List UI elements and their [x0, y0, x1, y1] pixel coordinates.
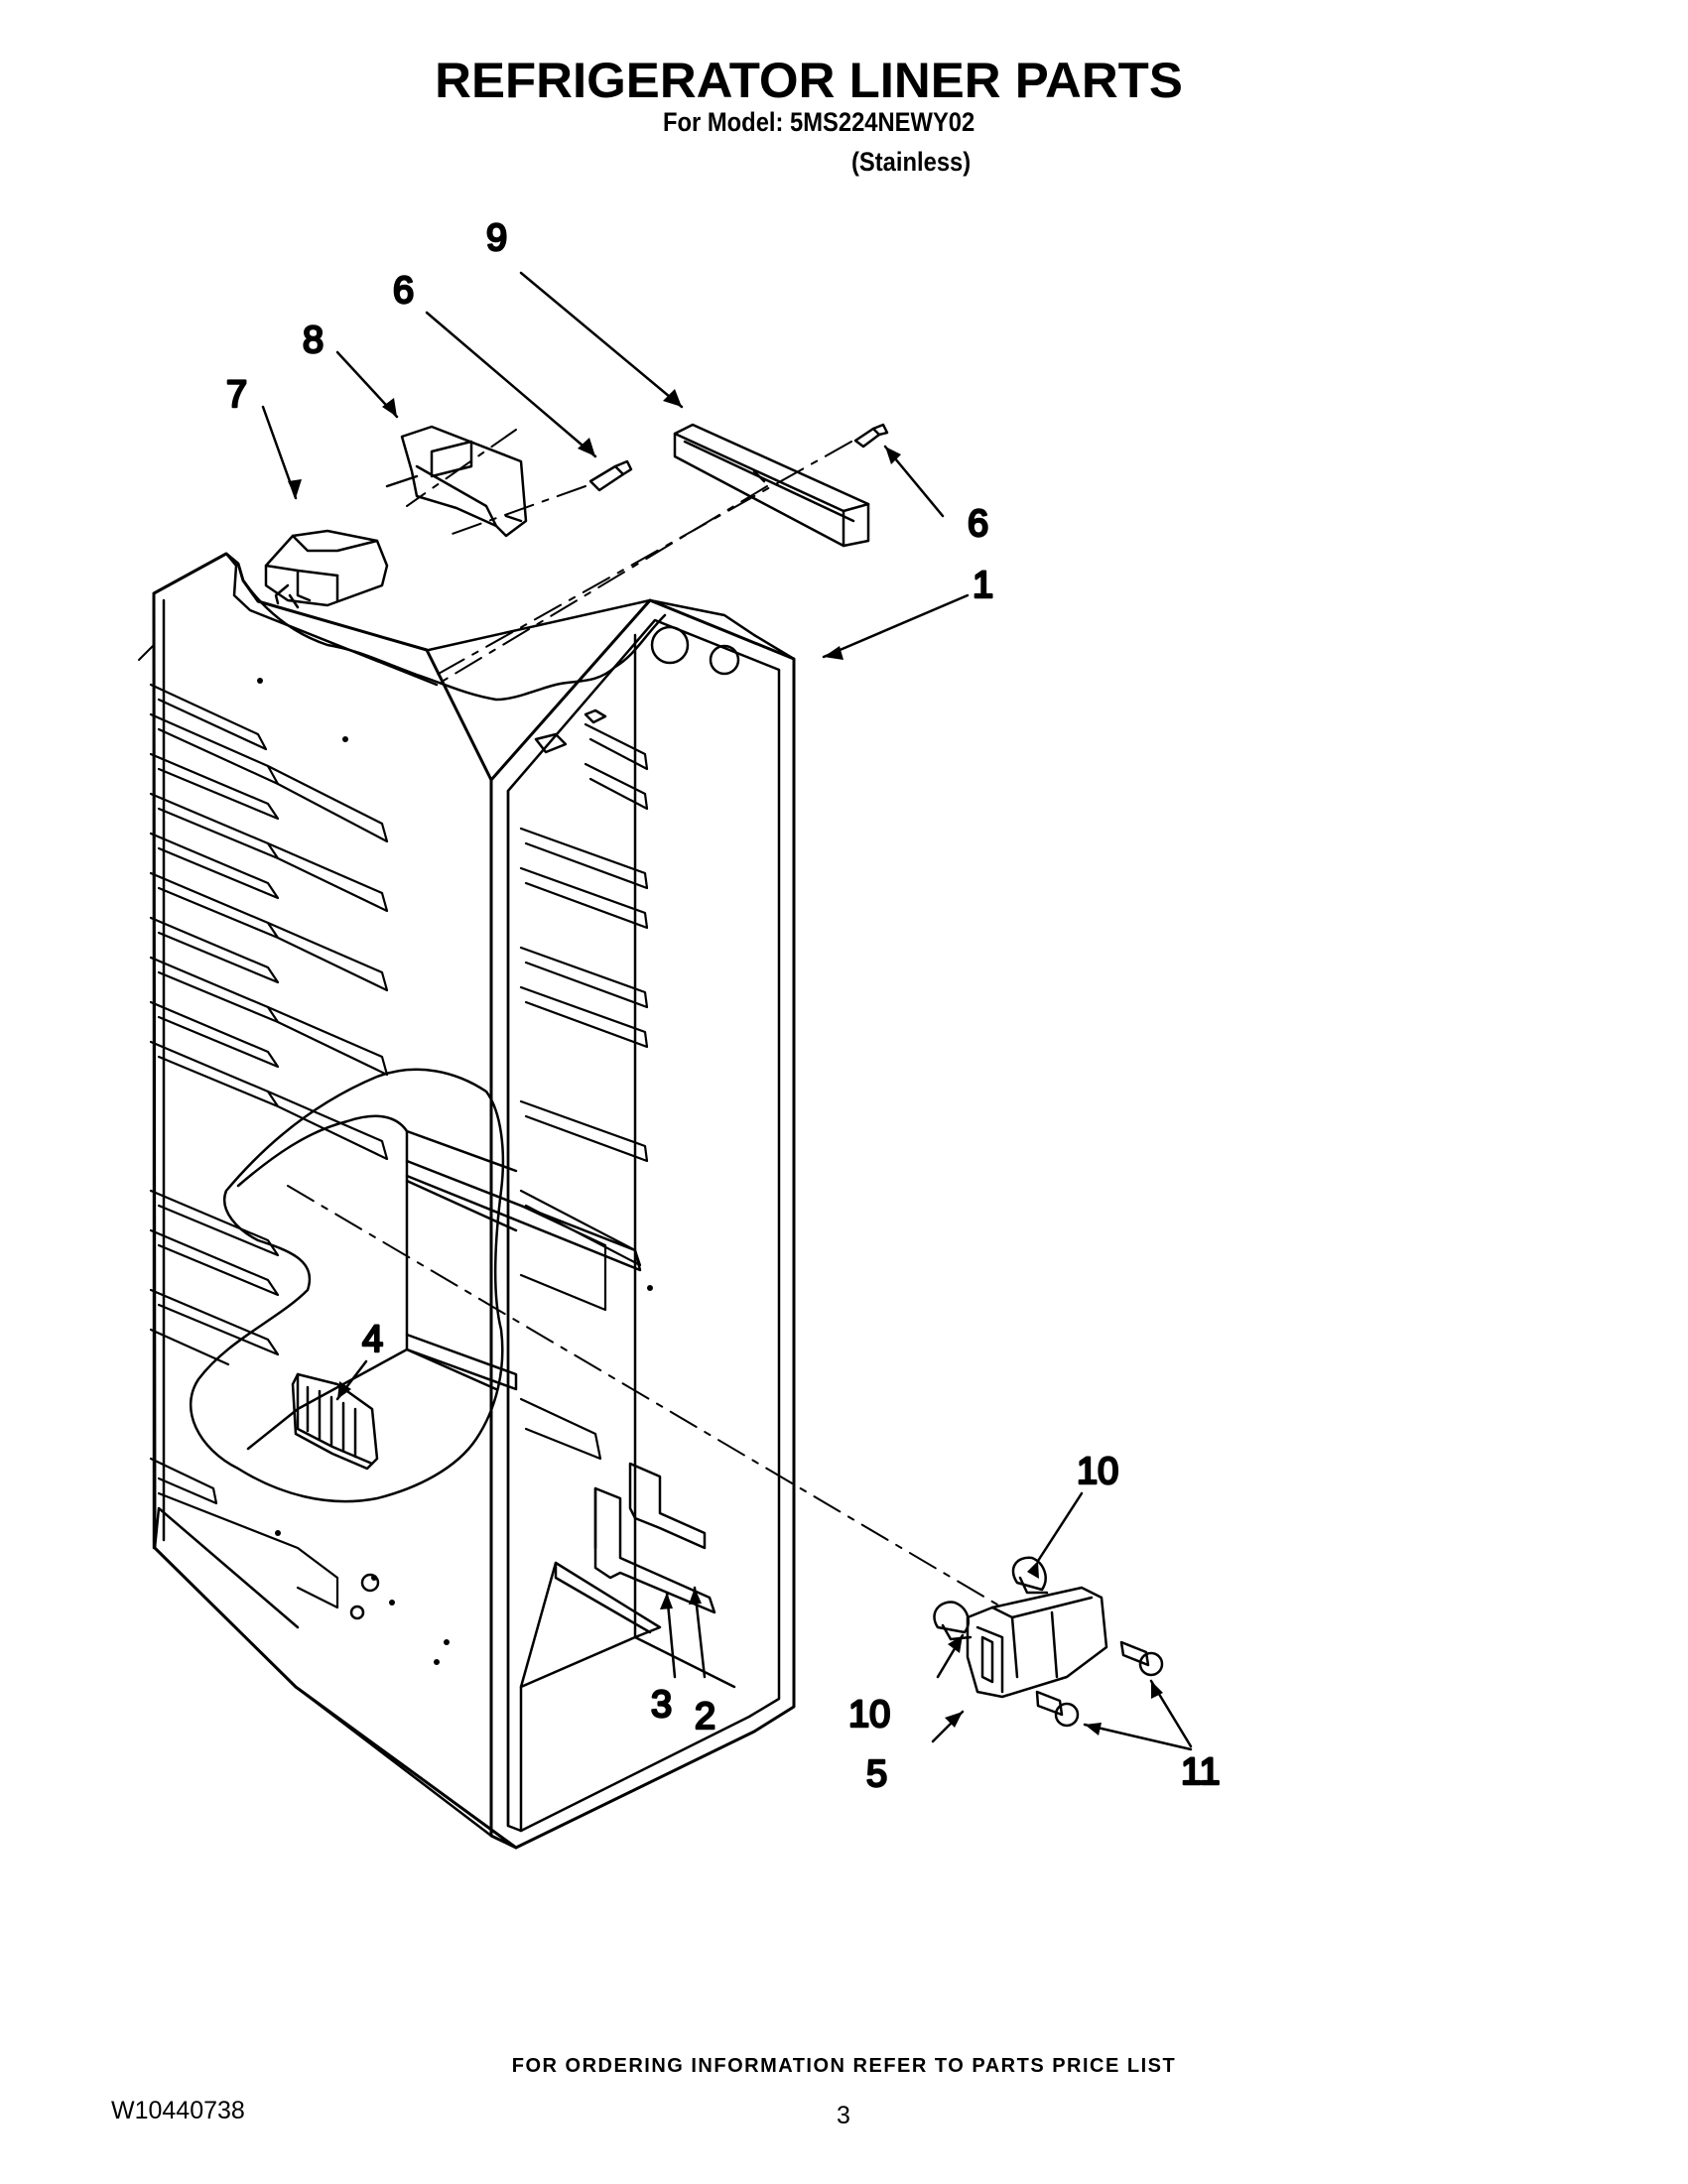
part-10-cap-upper: [1011, 1556, 1049, 1595]
callout-part-11: 11: [1181, 1751, 1220, 1793]
part-11-screws: [1035, 1640, 1164, 1728]
part-5-housing: [966, 1586, 1108, 1699]
callout-part-10-lower: 10: [848, 1694, 890, 1735]
callout-screw-right: 6: [968, 503, 988, 545]
callout-part-7: 7: [226, 374, 247, 416]
refrigerator-liner: [149, 552, 796, 1850]
leader-arrows: [261, 271, 1193, 1751]
arrowheads: [288, 389, 1163, 1735]
screw-right: [853, 423, 889, 449]
assembly-lines: [138, 429, 1003, 1608]
callout-part-10-upper: 10: [1077, 1451, 1118, 1492]
callout-screw-left: 6: [393, 270, 414, 312]
callout-part-8: 8: [303, 320, 324, 361]
part-8-bracket: [385, 425, 528, 538]
callout-part-4: 4: [362, 1319, 383, 1360]
callout-liner: 1: [973, 565, 993, 606]
part-4-vent: [291, 1372, 379, 1471]
page-title: REFRIGERATOR LINER PARTS: [435, 53, 1183, 108]
callout-part-5: 5: [866, 1753, 887, 1795]
callout-part-9: 9: [486, 217, 507, 259]
model-number: For Model: 5MS224NEWY02: [663, 107, 975, 137]
part-9-rail: [673, 423, 870, 548]
part-7-housing: [264, 529, 389, 609]
callout-part-2: 2: [695, 1696, 715, 1737]
ordering-note: FOR ORDERING INFORMATION REFER TO PARTS …: [511, 2055, 1177, 2077]
callout-part-3: 3: [651, 1684, 672, 1726]
page-number: 3: [837, 2102, 850, 2129]
part-10-cap-lower: [933, 1601, 973, 1641]
model-variant: (Stainless): [851, 147, 972, 177]
screw-left: [588, 459, 633, 492]
document-number: W10440738: [111, 2097, 245, 2124]
